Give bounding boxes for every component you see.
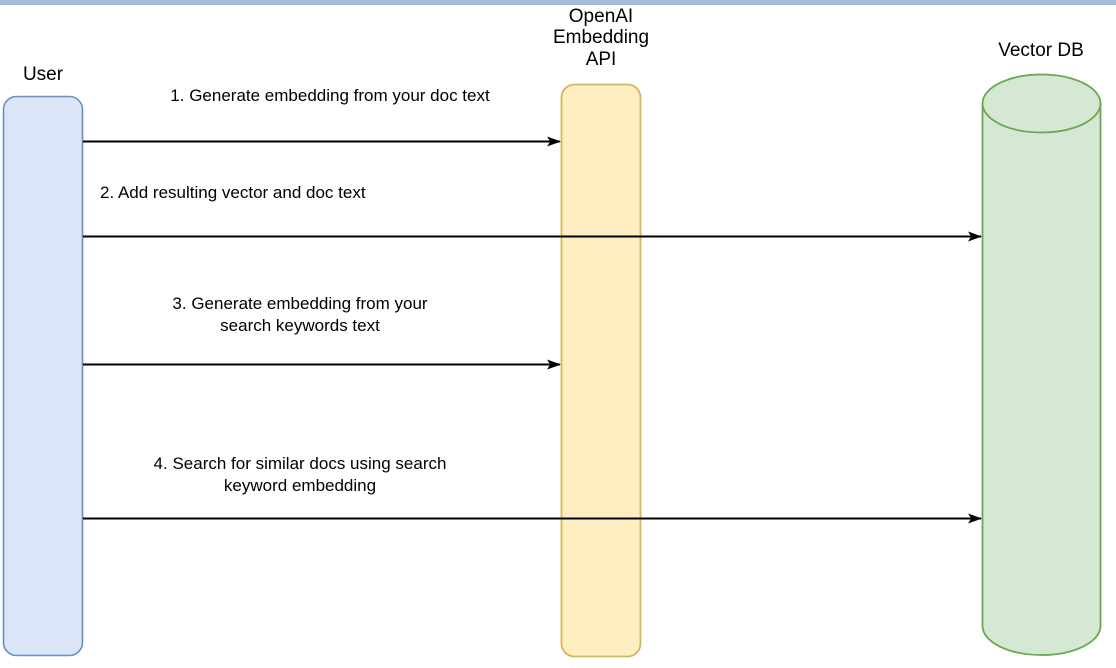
- message-label-1: 1. Generate embedding from your doc text: [170, 86, 490, 105]
- message-label-4: 4. Search for similar docs using search …: [153, 454, 447, 496]
- message-label-2: 2. Add resulting vector and doc text: [100, 183, 366, 202]
- message-label-3: 3. Generate embedding from your search k…: [172, 294, 428, 336]
- participant-openai-embedding-api-box[interactable]: [560, 83, 642, 658]
- participant-user-box[interactable]: [2, 95, 84, 657]
- participant-label-openai-embedding-api: OpenAI Embedding API: [552, 6, 650, 70]
- participant-label-vector-db: Vector DB: [998, 40, 1084, 61]
- top-accent-bar: [0, 0, 1116, 5]
- participant-vector-db-cylinder[interactable]: [981, 73, 1102, 656]
- participant-label-user: User: [22, 64, 64, 85]
